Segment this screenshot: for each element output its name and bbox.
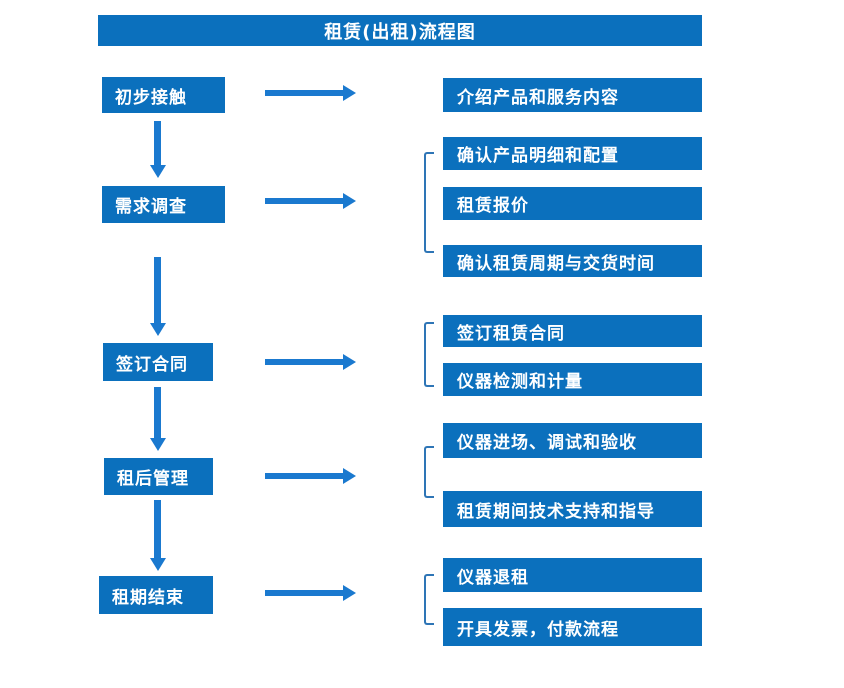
detail-box-instrument-setup-acceptance: 仪器进场、调试和验收 <box>443 423 702 458</box>
down-arrow-head <box>150 438 166 451</box>
right-arrow-head <box>343 193 356 209</box>
detail-box-instrument-return: 仪器退租 <box>443 558 702 592</box>
right-arrow-icon-5 <box>265 585 356 601</box>
right-arrow-icon-1 <box>265 85 356 101</box>
detail-box-instrument-testing: 仪器检测和计量 <box>443 363 702 396</box>
right-arrow-head <box>343 468 356 484</box>
right-arrow-icon-3 <box>265 354 356 370</box>
right-arrow-stem <box>265 590 344 596</box>
down-arrow-stem <box>154 121 161 165</box>
down-arrow-head <box>150 558 166 571</box>
step-box-demand-survey: 需求调查 <box>102 186 225 223</box>
down-arrow-icon-1 <box>150 121 166 178</box>
down-arrow-head <box>150 165 166 178</box>
down-arrow-stem <box>154 500 161 558</box>
right-arrow-stem <box>265 90 344 96</box>
down-arrow-icon-4 <box>150 500 166 571</box>
down-arrow-icon-2 <box>150 257 166 336</box>
step-box-rental-end: 租期结束 <box>99 576 213 614</box>
down-arrow-head <box>150 323 166 336</box>
bracket-group-demand-survey <box>424 152 434 253</box>
detail-box-introduce-products: 介绍产品和服务内容 <box>443 78 702 112</box>
detail-box-invoice-payment: 开具发票，付款流程 <box>443 608 702 646</box>
step-box-initial-contact: 初步接触 <box>102 77 225 113</box>
bracket-group-sign-contract <box>424 322 434 387</box>
bracket-group-rental-end <box>424 574 434 625</box>
detail-box-confirm-product-config: 确认产品明细和配置 <box>443 137 702 170</box>
right-arrow-stem <box>265 359 344 365</box>
step-box-post-rental-management: 租后管理 <box>104 458 213 495</box>
down-arrow-stem <box>154 257 161 323</box>
page-title: 租赁(出租)流程图 <box>324 21 476 43</box>
down-arrow-stem <box>154 387 161 438</box>
detail-box-rental-quote: 租赁报价 <box>443 187 702 220</box>
right-arrow-head <box>343 354 356 370</box>
step-box-sign-contract: 签订合同 <box>103 343 213 381</box>
right-arrow-stem <box>265 473 344 479</box>
detail-box-confirm-period-delivery: 确认租赁周期与交货时间 <box>443 245 702 277</box>
right-arrow-stem <box>265 198 344 204</box>
bracket-group-post-rental <box>424 446 434 498</box>
down-arrow-icon-3 <box>150 387 166 451</box>
right-arrow-head <box>343 585 356 601</box>
right-arrow-icon-4 <box>265 468 356 484</box>
detail-box-tech-support: 租赁期间技术支持和指导 <box>443 491 702 527</box>
right-arrow-head <box>343 85 356 101</box>
detail-box-sign-rental-contract: 签订租赁合同 <box>443 315 702 347</box>
right-arrow-icon-2 <box>265 193 356 209</box>
title-bar: 租赁(出租)流程图 <box>98 15 702 46</box>
